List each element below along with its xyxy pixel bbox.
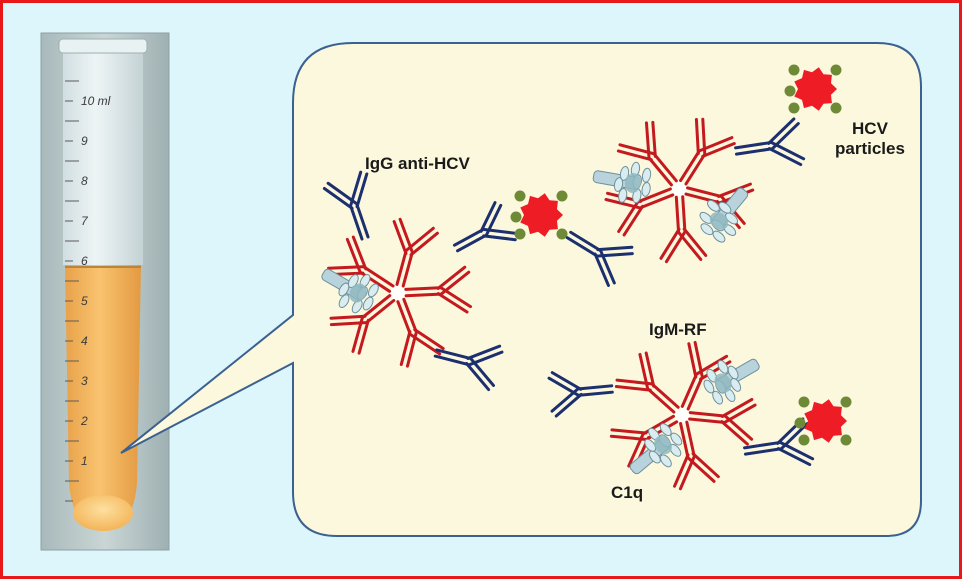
tube-photo: 10 ml 9 8 7 6 5 4 3 2 1 [40, 32, 170, 551]
tube-scale-label: 4 [81, 334, 88, 348]
igg-anti-hcv-center [565, 230, 634, 287]
tube-scale-label: 2 [80, 414, 88, 428]
igg-anti-hcv-bottom-left [547, 371, 614, 418]
hcv-particle-top [784, 64, 842, 114]
hcv-particle-bottom [794, 396, 852, 446]
virus-glycoprotein [556, 228, 568, 240]
igm-rf-monomer [392, 217, 439, 288]
tube-scale-label: 6 [81, 254, 88, 268]
label-hcv-particles: HCV particles [835, 119, 905, 159]
igm-rf-monomer [688, 397, 757, 446]
tube-scale-label: 9 [81, 134, 88, 148]
igg-anti-hcv-left-bottom [433, 344, 504, 392]
virus-body [520, 193, 563, 237]
c1q-top-a [592, 161, 652, 204]
virus-glycoprotein [784, 85, 796, 97]
tube-scale-label: 10 ml [81, 94, 111, 108]
cryoglobulin-diagram: 10 ml 9 8 7 6 5 4 3 2 1 [40, 32, 922, 551]
callout-bubble [120, 42, 922, 537]
virus-glycoprotein [788, 102, 800, 114]
virus-body [804, 399, 847, 443]
immune-complex-molecules [321, 64, 852, 491]
c1q-left [321, 268, 379, 314]
label-hcv-line2: particles [835, 139, 905, 158]
igm-rf-monomer [396, 297, 445, 368]
igm-rf-monomer [614, 351, 680, 414]
c1q-bottom-b [629, 423, 683, 475]
tube-scale-label: 8 [81, 174, 88, 188]
label-c1q: C1q [611, 483, 644, 502]
virus-glycoprotein [556, 190, 568, 202]
virus-glycoprotein [830, 64, 842, 76]
cryoprecipitate-pellet [73, 495, 133, 531]
virus-glycoprotein [510, 211, 522, 223]
igm-rf-monomer [679, 117, 736, 186]
tube-scale-label: 5 [81, 294, 88, 308]
label-igg-anti-hcv: IgG anti-HCV [365, 154, 470, 173]
igg-anti-hcv-left-top [322, 170, 370, 241]
igm-rf-monomer [673, 420, 720, 491]
tube-scale-label: 3 [81, 374, 88, 388]
hcv-particle-center [510, 190, 568, 240]
igm-rf-monomer [404, 265, 472, 314]
c1q-top-b [699, 187, 749, 243]
igm-rf-monomer [329, 294, 396, 355]
virus-glycoprotein [830, 102, 842, 114]
serum-column [65, 265, 141, 531]
c1q-bottom-a [703, 358, 760, 405]
virus-glycoprotein [798, 396, 810, 408]
label-igm-rf: IgM-RF [649, 320, 707, 339]
tube-glass [63, 43, 143, 265]
igg-anti-hcv-left-right [452, 201, 518, 253]
tube-scale-label: 1 [81, 454, 88, 468]
virus-glycoprotein [840, 396, 852, 408]
virus-glycoprotein [794, 417, 806, 429]
virus-glycoprotein [514, 228, 526, 240]
igm-rf-monomer [616, 120, 678, 187]
virus-glycoprotein [514, 190, 526, 202]
igm-rf-pentamer-left [327, 217, 472, 368]
virus-glycoprotein [840, 434, 852, 446]
igm-rf-pentamer-top [604, 117, 755, 264]
virus-glycoprotein [788, 64, 800, 76]
igm-rf-monomer [659, 195, 708, 264]
label-hcv-line1: HCV [852, 119, 888, 138]
virus-glycoprotein [798, 434, 810, 446]
virus-body [794, 67, 837, 111]
igg-anti-hcv-top [734, 117, 806, 167]
tube-scale-label: 7 [81, 214, 89, 228]
tube-rim [58, 38, 148, 54]
